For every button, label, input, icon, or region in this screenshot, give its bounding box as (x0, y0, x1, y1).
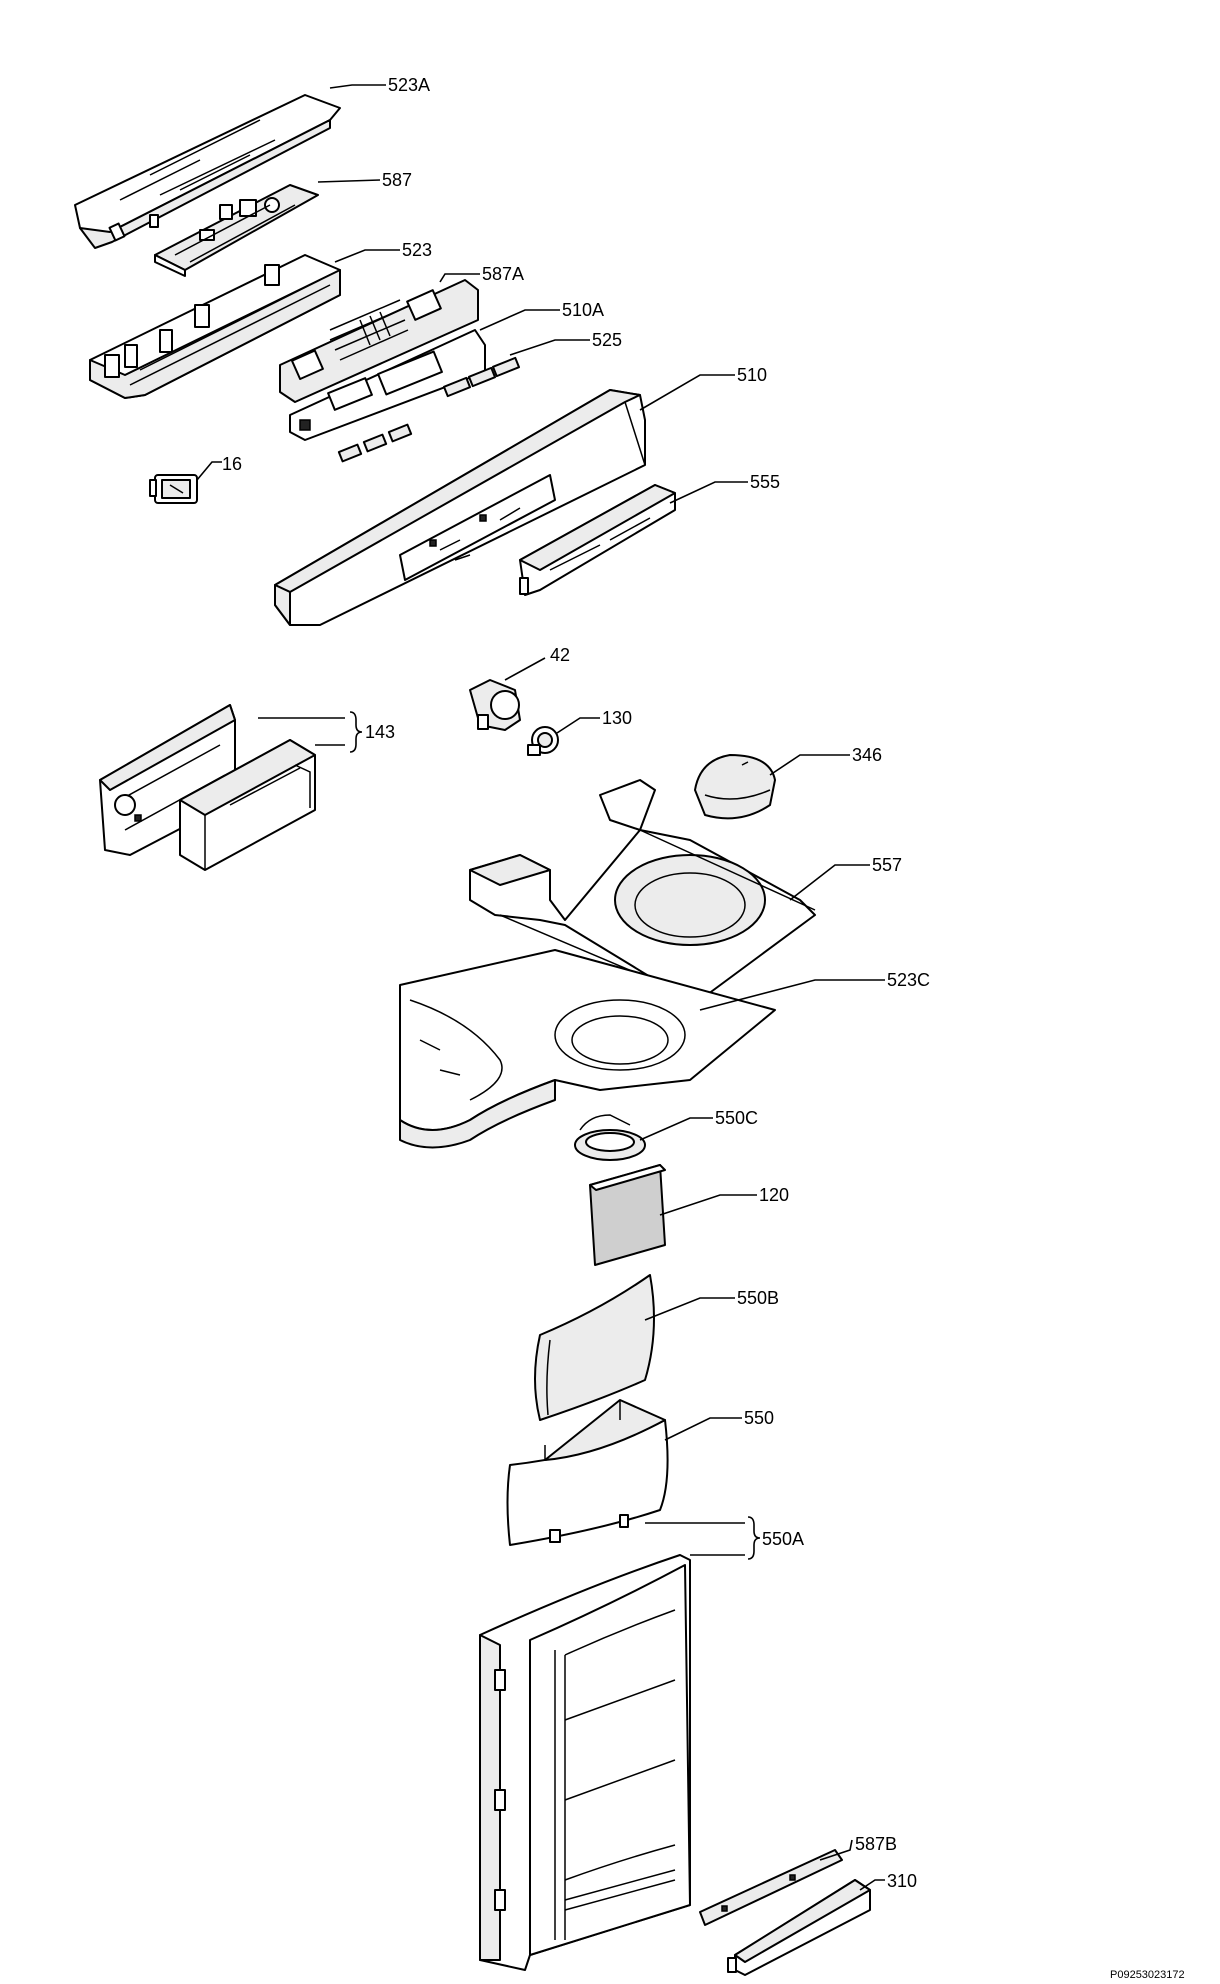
label-310: 310 (887, 1871, 917, 1891)
leader-16 (196, 461, 222, 481)
part-550B-panel[interactable] (534, 1274, 655, 1421)
leader-525 (509, 339, 590, 356)
brace-550A (747, 1516, 761, 1560)
leader-587 (317, 179, 381, 183)
leader-555 (669, 481, 748, 504)
leader-143 (258, 717, 345, 746)
label-130: 130 (602, 708, 632, 728)
part-525-buttons[interactable] (337, 356, 520, 463)
label-550A: 550A (762, 1529, 804, 1549)
label-120: 120 (759, 1185, 789, 1205)
part-510A-frame[interactable] (289, 329, 486, 441)
label-523: 523 (402, 240, 432, 260)
part-346-cap[interactable] (694, 754, 776, 820)
part-510-fascia[interactable] (274, 389, 646, 626)
leader-550C (639, 1117, 713, 1141)
leader-550B (644, 1297, 735, 1321)
label-346: 346 (852, 745, 882, 765)
leader-523A (329, 84, 386, 89)
part-587A-display-board[interactable] (279, 279, 479, 403)
leader-42 (504, 657, 546, 681)
leader-587B (819, 1839, 853, 1861)
part-42-lamp-holder[interactable] (469, 679, 521, 731)
leader-120 (659, 1194, 757, 1216)
leader-310 (859, 1879, 885, 1891)
part-550-tray[interactable] (506, 1399, 669, 1546)
doc-id: P09253023172 (1110, 1969, 1185, 1981)
part-310-cover-strip[interactable] (727, 1879, 871, 1976)
part-587-pcb[interactable] (154, 184, 319, 277)
part-523C-lower-housing[interactable] (399, 949, 776, 1149)
label-587B: 587B (855, 1834, 897, 1854)
leader-523 (334, 249, 400, 263)
part-550C-ring[interactable] (574, 1114, 646, 1161)
label-550: 550 (744, 1408, 774, 1428)
label-555: 555 (750, 472, 780, 492)
label-550B: 550B (737, 1288, 779, 1308)
part-587B-board[interactable] (699, 1849, 843, 1926)
label-550C: 550C (715, 1108, 758, 1128)
part-550A-door-frame[interactable] (479, 1554, 691, 1971)
label-587A: 587A (482, 264, 524, 284)
brace-143 (349, 711, 363, 753)
label-510A: 510A (562, 300, 604, 320)
label-42: 42 (550, 645, 570, 665)
label-510: 510 (737, 365, 767, 385)
leader-510A (479, 309, 560, 331)
part-523-housing[interactable] (89, 254, 341, 399)
part-143-light-box[interactable] (99, 704, 316, 871)
part-523A-cover[interactable] (74, 94, 341, 249)
label-523A: 523A (388, 75, 430, 95)
label-557: 557 (872, 855, 902, 875)
leader-523C (699, 979, 885, 1011)
leader-130 (556, 717, 600, 734)
label-587: 587 (382, 170, 412, 190)
leader-550 (664, 1417, 742, 1441)
leader-587A (439, 273, 480, 283)
leader-550A (645, 1522, 745, 1556)
label-525: 525 (592, 330, 622, 350)
leader-557 (789, 864, 870, 901)
part-16-switch[interactable] (149, 474, 198, 504)
leader-510 (639, 374, 735, 411)
label-143: 143 (365, 722, 395, 742)
leader-346 (769, 754, 850, 776)
part-120-filter-pad[interactable] (589, 1164, 666, 1266)
part-555-strip[interactable] (519, 484, 676, 596)
label-16: 16 (222, 454, 242, 474)
part-130-bulb[interactable] (527, 726, 559, 756)
label-523C: 523C (887, 970, 930, 990)
